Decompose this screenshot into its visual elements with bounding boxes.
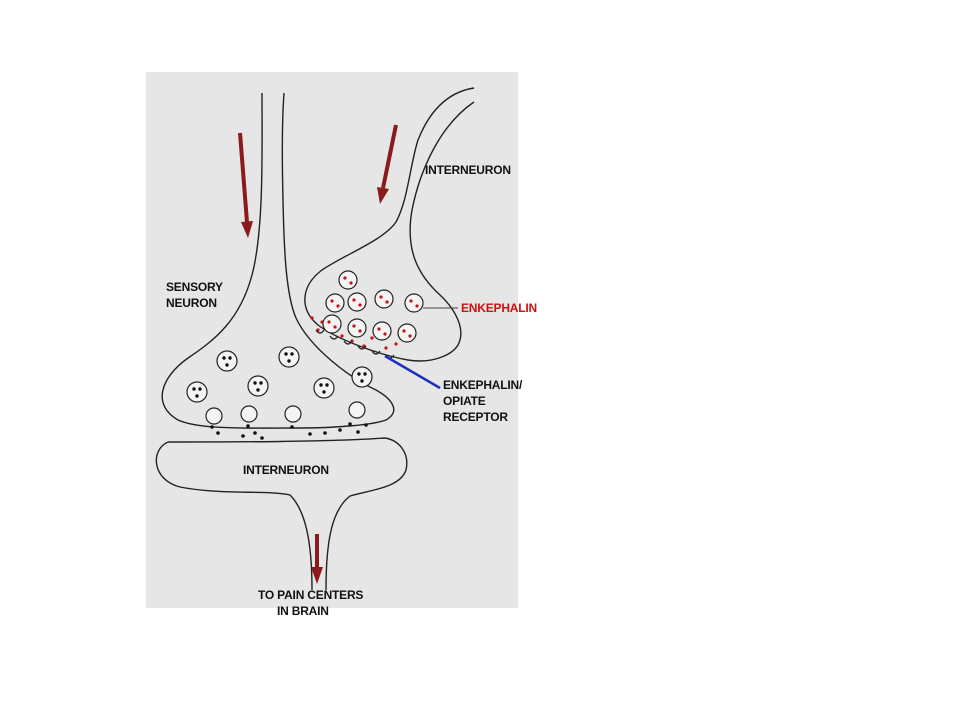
label-interneuron-top: INTERNEURON bbox=[425, 163, 511, 177]
sensory-neuron-outline bbox=[161, 92, 395, 429]
arrow-sensory-head bbox=[241, 221, 253, 238]
arrow-sensory bbox=[238, 132, 249, 223]
neurotransmitter-molecules bbox=[192, 352, 367, 398]
label-pain-line-2: IN BRAIN bbox=[277, 604, 329, 618]
label-interneuron-bottom: INTERNEURON bbox=[243, 463, 329, 477]
arrows bbox=[238, 124, 398, 584]
label-sensory-neuron: SENSORY NEURON bbox=[166, 279, 223, 311]
released-molecules bbox=[210, 422, 368, 440]
interneuron-bottom-outline bbox=[155, 437, 408, 591]
label-pain-line-1: TO PAIN CENTERS bbox=[258, 588, 364, 602]
label-sensory-line-2: NEURON bbox=[166, 296, 217, 310]
diagram-panel bbox=[146, 72, 518, 608]
arrow-interneuron-head bbox=[377, 187, 389, 204]
label-receptor-line-1: ENKEPHALIN/ bbox=[443, 378, 523, 392]
interneuron-top-outline bbox=[304, 87, 475, 362]
receptor-leader bbox=[384, 354, 441, 390]
label-pain-centers: TO PAIN CENTERS IN BRAIN bbox=[258, 587, 363, 619]
label-receptor: ENKEPHALIN/ OPIATE RECEPTOR bbox=[443, 377, 522, 425]
neurotransmitter-vesicles bbox=[186, 346, 373, 403]
enkephalin-molecules bbox=[310, 276, 419, 350]
enkephalin-vesicles bbox=[322, 270, 424, 343]
arrow-brain-head bbox=[311, 567, 323, 584]
label-receptor-line-2: OPIATE bbox=[443, 394, 486, 408]
label-sensory-line-1: SENSORY bbox=[166, 280, 223, 294]
label-receptor-line-3: RECEPTOR bbox=[443, 410, 508, 424]
label-enkephalin: ENKEPHALIN bbox=[461, 301, 538, 315]
arrow-interneuron bbox=[381, 124, 398, 189]
docked-vesicles bbox=[205, 401, 366, 425]
